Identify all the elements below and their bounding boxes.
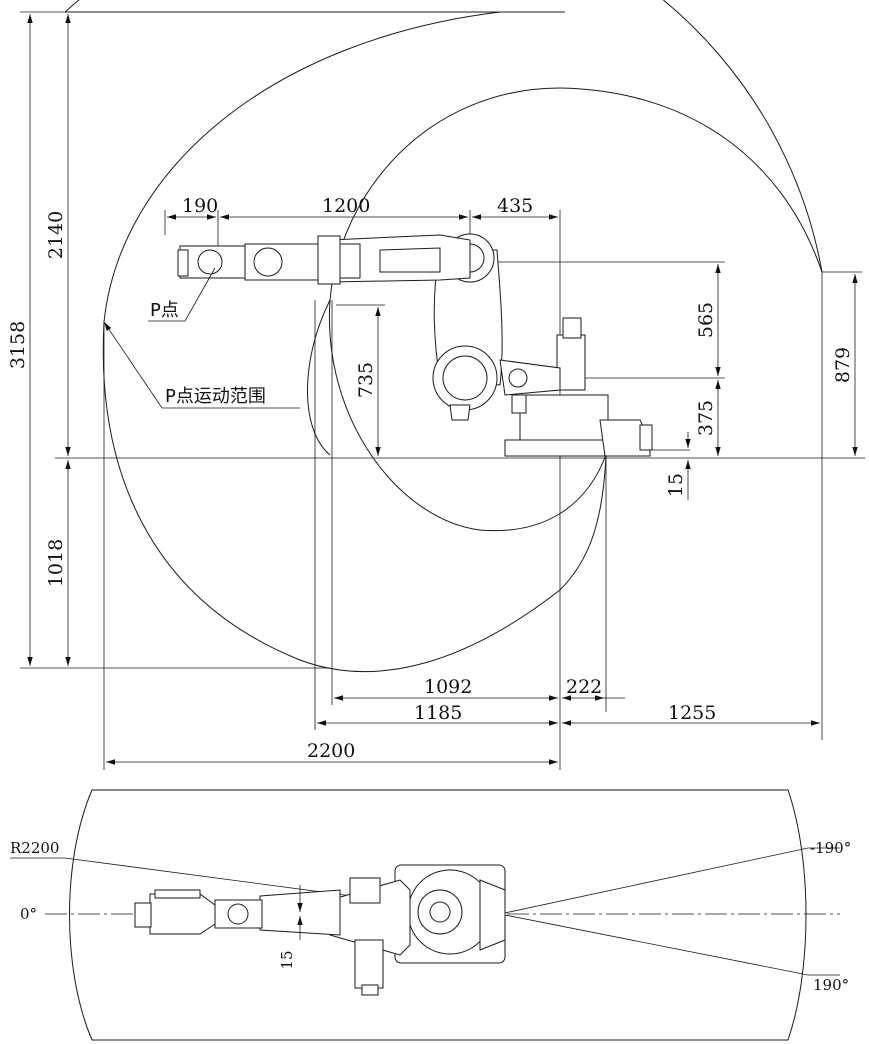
angle-pos-label: 190°	[813, 976, 849, 994]
outer-reach-lower-arc	[102, 321, 607, 673]
dim-879: 879	[832, 347, 854, 383]
dim-15-side: 15	[665, 473, 687, 497]
robot-side-body	[177, 233, 653, 457]
dim-1255: 1255	[668, 702, 716, 724]
dim-1018: 1018	[45, 539, 67, 587]
dim-2200: 2200	[307, 740, 355, 762]
radius-label: R2200	[10, 839, 59, 857]
dim-190: 190	[182, 195, 218, 217]
dim-222: 222	[566, 676, 602, 698]
side-view: P点 P点运动范围 3158 2140 1018 735 565 375 879…	[7, 0, 865, 770]
robot-top-body	[134, 864, 506, 996]
dim-1092: 1092	[424, 676, 472, 698]
p-point-label: P点	[150, 300, 179, 321]
inner-reach-arc	[328, 87, 823, 532]
outer-reach-left-arc	[103, 11, 501, 323]
dim-435: 435	[497, 195, 533, 217]
p-range-label: P点运动范围	[165, 386, 266, 407]
angle-zero-label: 0°	[20, 905, 37, 923]
dim-565: 565	[695, 302, 717, 338]
dim-2140: 2140	[45, 211, 67, 259]
top-view: R2200 0° -190° 190° 15	[10, 789, 851, 1041]
top-reach-envelope	[69, 789, 807, 1041]
dim-1200: 1200	[322, 195, 370, 217]
dim-735: 735	[355, 362, 377, 398]
dim-375: 375	[695, 400, 717, 436]
dim-1185: 1185	[414, 702, 462, 724]
angle-neg-label: -190°	[810, 839, 851, 857]
outer-reach-arc	[64, 0, 823, 273]
dim-15-top: 15	[278, 950, 296, 969]
inner-reach-small-arc	[307, 299, 331, 456]
dim-3158: 3158	[7, 321, 29, 369]
